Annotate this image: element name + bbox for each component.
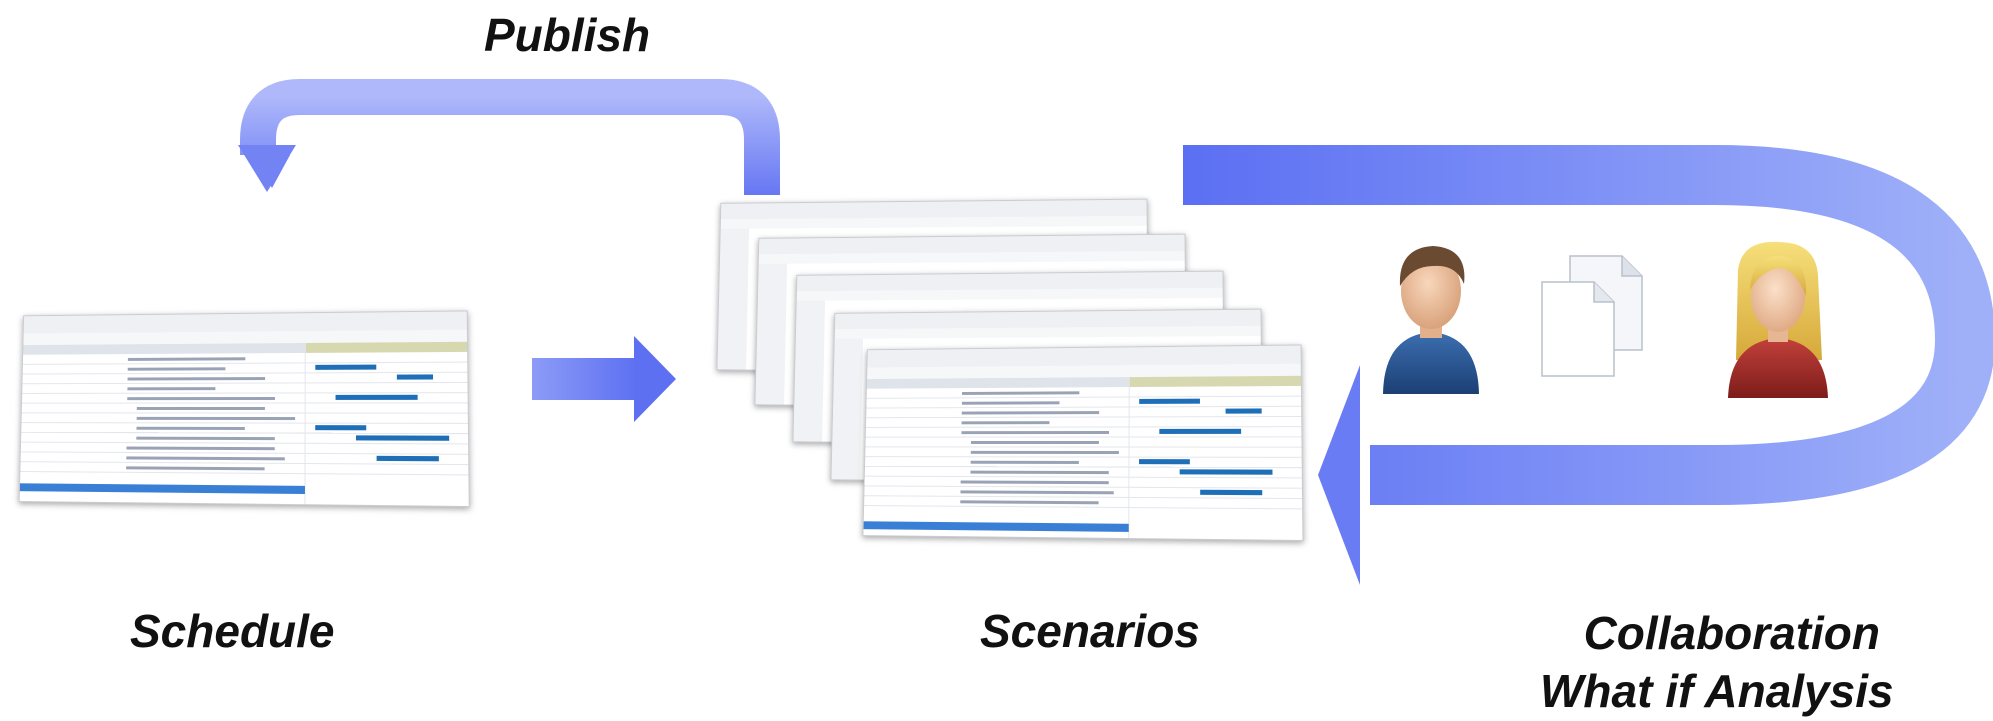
schedule-to-scenarios-arrow (532, 336, 676, 422)
scenarios-label: Scenarios (980, 605, 1200, 657)
scenario-screenshot-4 (830, 308, 1264, 485)
schedule-screenshot (18, 310, 470, 508)
scenario-screenshot-5 (862, 344, 1304, 542)
scenario-screenshot-1 (716, 198, 1150, 375)
collaboration-label: Collaboration What if Analysis (1540, 604, 1894, 720)
publish-arrow (238, 79, 780, 195)
gantt-thumbnail (20, 311, 469, 506)
publish-label: Publish (484, 9, 651, 61)
collaboration-loop-arrow (1183, 145, 1993, 585)
collaboration-label-line2: What if Analysis (1540, 665, 1894, 717)
female-user-icon (1728, 241, 1828, 398)
male-user-icon (1383, 246, 1479, 394)
scenario-screenshot-2 (754, 233, 1188, 410)
documents-icon (1541, 255, 1643, 377)
schedule-label: Schedule (130, 605, 335, 657)
scenario-screenshot-3 (792, 270, 1226, 447)
collaboration-label-line1: Collaboration (1583, 607, 1881, 659)
